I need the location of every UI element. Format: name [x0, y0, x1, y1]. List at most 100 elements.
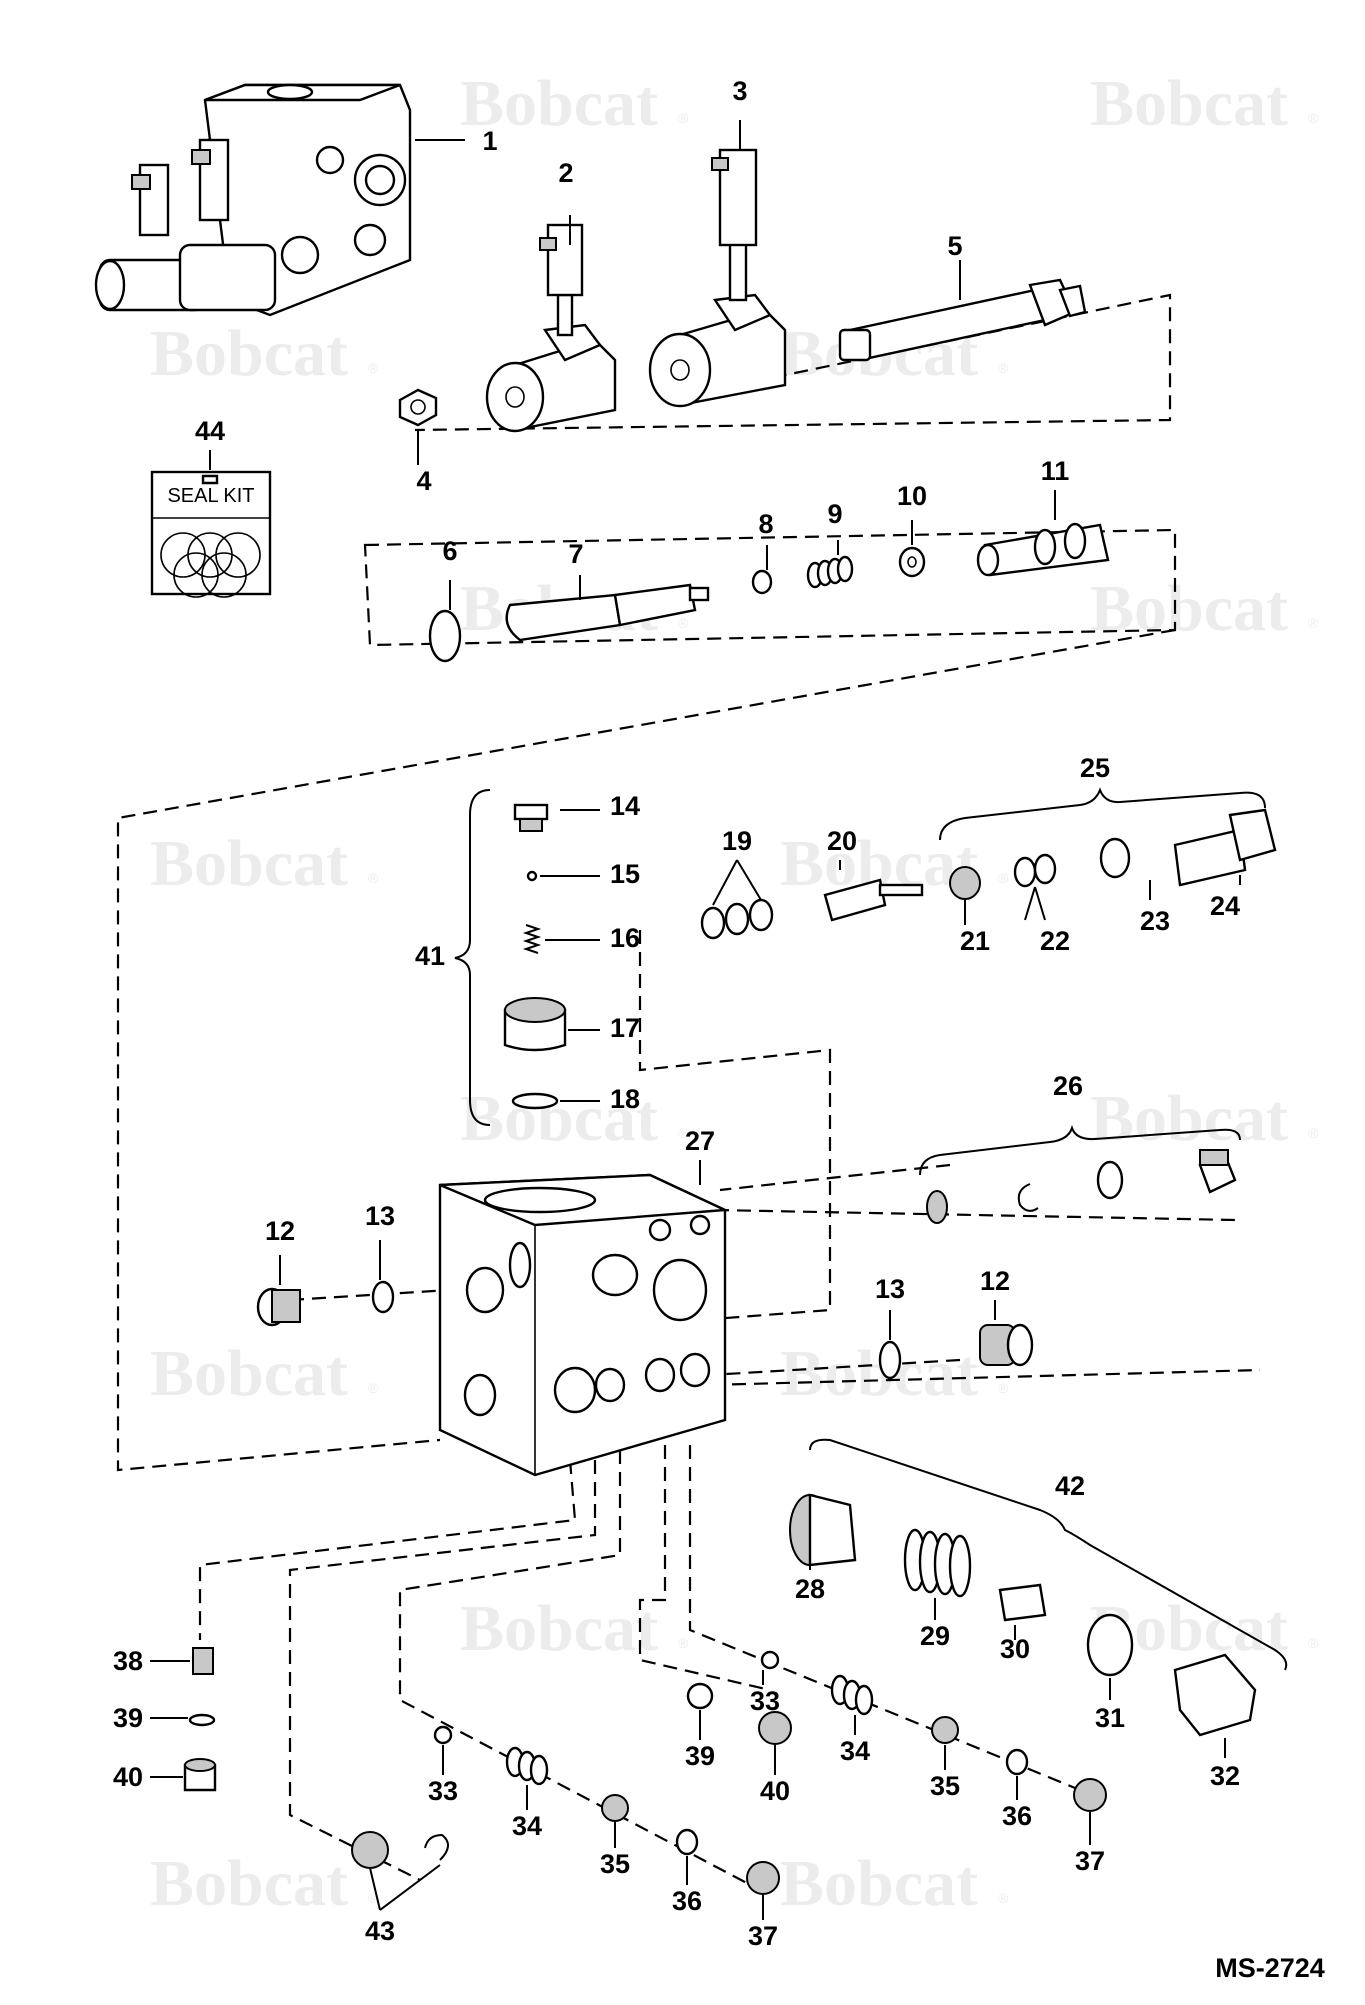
valve-assembly-part-1 — [94, 83, 412, 317]
watermark-text: Bobcat — [780, 1337, 978, 1410]
watermark-registered-mark: ® — [368, 1380, 379, 1396]
callout-40: 40 — [760, 1776, 790, 1806]
screen-part-21 — [949, 866, 981, 900]
plug-part-12-right — [979, 1323, 1034, 1367]
spool-part-11 — [976, 522, 1110, 577]
ball-part-33-left — [433, 1725, 453, 1745]
callout-23: 23 — [1140, 906, 1170, 936]
seat-part-17 — [503, 997, 567, 1052]
callout-31: 31 — [1095, 1703, 1125, 1733]
watermark-registered-mark: ® — [998, 360, 1009, 376]
o-ring-part-31 — [1086, 1613, 1134, 1677]
rings-part-22 — [1013, 853, 1057, 888]
poppet-part-30 — [998, 1583, 1047, 1622]
callout-4: 4 — [416, 466, 431, 496]
watermark-registered-mark: ® — [368, 870, 379, 886]
callout-15: 15 — [610, 859, 640, 889]
callout-22: 22 — [1040, 926, 1070, 956]
callout-14: 14 — [610, 791, 640, 821]
snap-ring-part-26b — [1017, 1183, 1039, 1212]
callout-13: 13 — [875, 1274, 905, 1304]
callout-12: 12 — [265, 1216, 295, 1246]
watermark-registered-mark: ® — [1308, 1635, 1319, 1651]
callout-20: 20 — [827, 826, 857, 856]
spring-part-29 — [903, 1528, 972, 1598]
callout-18: 18 — [610, 1084, 640, 1114]
bracket-41 — [454, 789, 491, 1126]
ball-part-33-right — [760, 1650, 780, 1670]
callout-2: 2 — [558, 158, 573, 188]
spring-part-34-right — [830, 1674, 874, 1716]
watermark-registered-mark: ® — [1308, 110, 1319, 126]
watermark-registered-mark: ® — [678, 110, 689, 126]
seat-part-35-right — [931, 1716, 959, 1744]
watermark-text: Bobcat — [150, 827, 348, 900]
spool-part-28 — [789, 1493, 857, 1567]
o-ring-part-13-right — [878, 1340, 902, 1380]
callout-37: 37 — [748, 1921, 778, 1951]
watermark-text: Bobcat — [150, 1847, 348, 1920]
spring-part-9 — [806, 555, 854, 589]
nut-part-4 — [398, 388, 438, 427]
watermark-text: Bobcat — [1090, 1082, 1288, 1155]
o-ring-part-18 — [511, 1092, 559, 1110]
seal-kit-label: SEAL KIT — [167, 485, 254, 507]
leader-lines — [150, 120, 1241, 1920]
piston-part-20 — [823, 878, 924, 922]
drawing-reference: MS-2724 — [1215, 1953, 1325, 1983]
snap-ring-part-43 — [424, 1833, 449, 1861]
o-ring-part-39-center — [686, 1682, 714, 1710]
cartridge-tube-part-5 — [838, 278, 1087, 362]
callout-3: 3 — [732, 76, 747, 106]
callout-36: 36 — [1002, 1801, 1032, 1831]
callout-42: 42 — [1055, 1471, 1085, 1501]
watermark-registered-mark: ® — [368, 360, 379, 376]
callout-24: 24 — [1210, 891, 1240, 921]
spring-part-16 — [522, 924, 542, 954]
watermark-registered-mark: ® — [368, 1890, 379, 1906]
callout-36: 36 — [672, 1886, 702, 1916]
watermark-text: Bobcat — [1090, 572, 1288, 645]
callout-6: 6 — [442, 536, 457, 566]
callout-5: 5 — [947, 231, 962, 261]
callout-26: 26 — [1053, 1071, 1083, 1101]
plug-part-14 — [513, 803, 549, 832]
callout-21: 21 — [960, 926, 990, 956]
watermark-registered-mark: ® — [1308, 1125, 1319, 1141]
plug-part-32 — [1173, 1653, 1257, 1737]
valve-part-24 — [1173, 808, 1277, 887]
callout-1: 1 — [482, 126, 497, 156]
o-ring-part-26c — [1096, 1160, 1124, 1200]
callout-19: 19 — [722, 826, 752, 856]
watermark-registered-mark: ® — [678, 1635, 689, 1651]
spool-part-7 — [505, 583, 710, 642]
seat-part-35-left — [601, 1794, 629, 1822]
callout-37: 37 — [1075, 1846, 1105, 1876]
plug-part-38 — [192, 1647, 214, 1675]
callout-25: 25 — [1080, 753, 1110, 783]
callout-40: 40 — [113, 1762, 143, 1792]
watermark-text: Bobcat — [150, 1337, 348, 1410]
callout-39: 39 — [113, 1703, 143, 1733]
callout-16: 16 — [610, 923, 640, 953]
watermark-registered-mark: ® — [998, 1890, 1009, 1906]
callout-33: 33 — [750, 1686, 780, 1716]
rings-part-19 — [700, 898, 774, 940]
o-ring-part-23 — [1099, 837, 1131, 879]
callout-34: 34 — [512, 1811, 542, 1841]
o-ring-part-36-left — [675, 1828, 699, 1856]
callout-12: 12 — [980, 1266, 1010, 1296]
callout-27: 27 — [685, 1126, 715, 1156]
o-ring-part-36-right — [1005, 1748, 1029, 1776]
callout-39: 39 — [685, 1741, 715, 1771]
watermark-registered-mark: ® — [678, 615, 689, 631]
callout-10: 10 — [897, 481, 927, 511]
watermark-text: Bobcat — [460, 1592, 658, 1665]
solenoid-coil-part-2 — [485, 223, 617, 433]
plug-part-40-center — [758, 1711, 792, 1745]
callout-9: 9 — [827, 499, 842, 529]
callout-7: 7 — [568, 539, 583, 569]
